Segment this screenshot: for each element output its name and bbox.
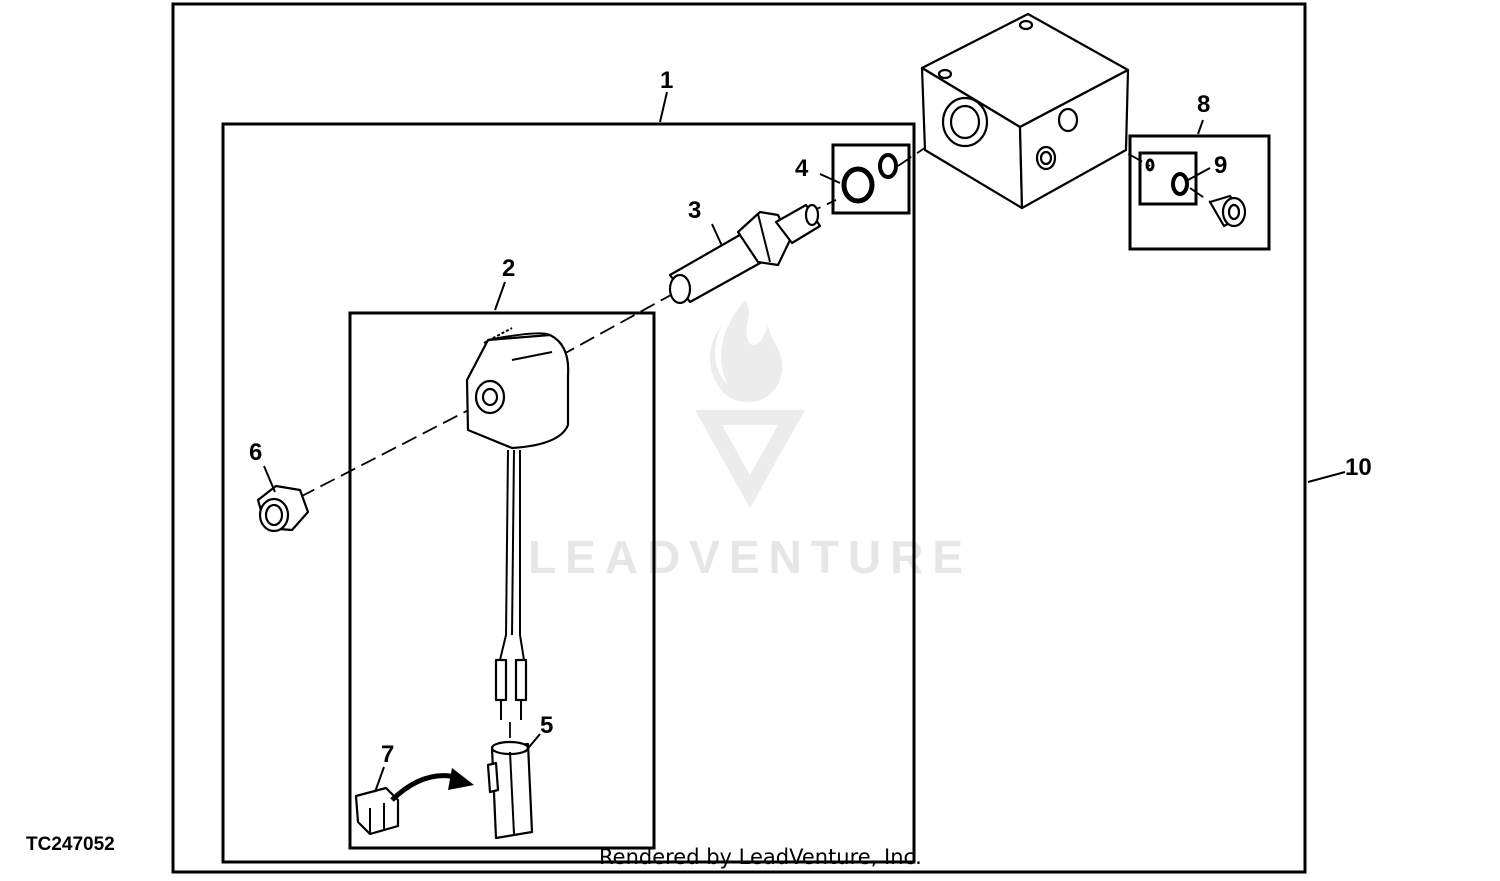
assembly-line-coil-cartridge: [559, 289, 681, 357]
leader-9: [1187, 167, 1211, 181]
group-box-2: [348, 311, 656, 850]
callout-10: 10: [1345, 454, 1372, 481]
callout-5: 5: [540, 712, 553, 739]
leader-8: [1197, 119, 1204, 135]
callout-8: 8: [1197, 91, 1210, 118]
o-ring-set: [841, 153, 898, 204]
leader-4: [819, 173, 841, 184]
coil-lead-wires: [494, 449, 528, 720]
leader-1: [659, 91, 668, 123]
plug-assembly: [1145, 158, 1247, 228]
watermark-flame-icon: [710, 300, 783, 403]
callout-9: 9: [1214, 152, 1227, 179]
solenoid-coil: [465, 327, 570, 450]
group-box-10: [171, 2, 1307, 874]
figure-id: TC247052: [26, 834, 115, 855]
cartridge-valve: [668, 203, 822, 305]
callout-4: 4: [795, 155, 809, 182]
leader-6: [263, 465, 276, 493]
leader-5: [524, 733, 541, 753]
assembly-line-orings-block: [897, 119, 967, 167]
assembly-line-nut-coil: [299, 399, 489, 498]
group-box-9: [1138, 151, 1198, 206]
watermark-text: LEADVENTURE: [528, 531, 972, 583]
leader-3: [711, 223, 723, 247]
plug-o-ring: [1171, 172, 1189, 196]
o-ring-small: [878, 153, 898, 179]
connector-housing: [486, 740, 534, 840]
watermark-v-icon: [695, 410, 805, 508]
callout-3: 3: [688, 197, 701, 224]
install-arrowhead: [448, 768, 474, 790]
render-credit: Rendered by LeadVenture, Inc.: [599, 845, 922, 869]
coil-nut: [256, 484, 310, 533]
leader-2: [494, 281, 506, 311]
valve-block: [920, 12, 1130, 210]
leader-7: [374, 766, 385, 793]
callout-7: 7: [381, 741, 394, 768]
o-ring-large: [841, 166, 875, 204]
group-box-8: [1128, 134, 1271, 251]
callout-6: 6: [249, 439, 262, 466]
callout-1: 1: [660, 67, 673, 94]
leader-10: [1307, 471, 1346, 483]
callout-2: 2: [502, 255, 515, 282]
leadventure-watermark: LEADVENTURE: [528, 300, 972, 583]
group-box-1: [221, 122, 916, 864]
connector-lock-clip: [354, 786, 400, 836]
plug-backup-ring: [1145, 158, 1155, 172]
